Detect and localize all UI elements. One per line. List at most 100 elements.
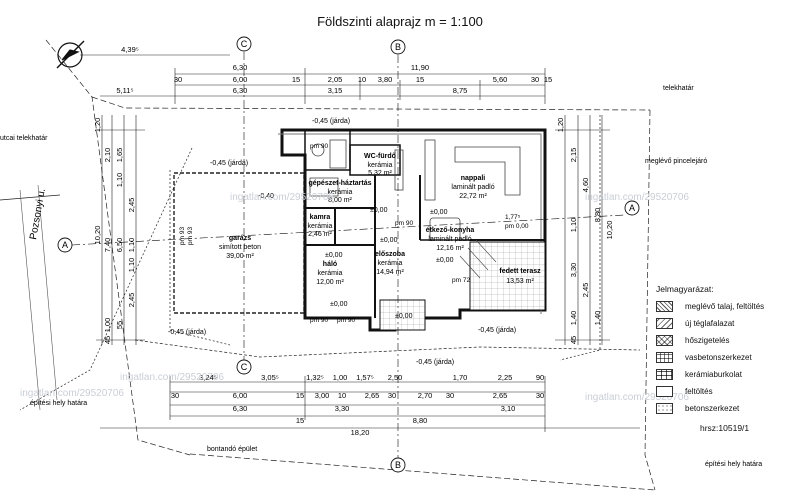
dim-left-1: 1,20 xyxy=(93,118,102,133)
room-floor: kerámia xyxy=(328,189,353,196)
legend-label: hőszigetelés xyxy=(685,336,730,345)
dim-right-1: 1,20 xyxy=(556,118,565,133)
door-label: pm 0,00 xyxy=(505,223,529,230)
door-label: pm 90 xyxy=(337,317,355,324)
dim-top-2: 6,30 xyxy=(233,63,248,72)
level-label: ±0,00 xyxy=(370,207,388,214)
dim-left-11: 2,45 xyxy=(127,293,136,308)
staircase xyxy=(459,239,497,279)
axis-label-b-top: B xyxy=(395,42,401,52)
legend-item: feltöltés xyxy=(656,383,796,400)
room-name: garázs xyxy=(229,235,251,242)
legend-item: új téglafalazat xyxy=(656,315,796,332)
dim-bot-10: 30 xyxy=(171,391,179,400)
room-floor: kerámia xyxy=(308,223,333,230)
dim-bot-12: 15 xyxy=(296,391,304,400)
axis-label-b-bottom: B xyxy=(395,460,401,470)
room-area: 39,00 m² xyxy=(226,253,254,260)
bottom-dimension-texts: 3,24⁵ 3,05⁵ 1,32⁵ 1,00 1,57⁵ 2,50 1,70 2… xyxy=(171,373,544,437)
dim-top-6: 15 xyxy=(292,75,300,84)
bontando-label: bontandó épület xyxy=(207,446,257,453)
dim-bot-15: 2,65 xyxy=(365,391,380,400)
street-lines xyxy=(19,184,58,411)
room-name: előszoba xyxy=(375,251,405,258)
dim-top-10: 15 xyxy=(416,75,424,84)
axis-label-c-bottom: C xyxy=(241,362,248,372)
dim-bot-3: 1,32⁵ xyxy=(306,373,324,382)
dim-left-2: 2,10 xyxy=(103,148,112,163)
dim-left-7: 10,20 xyxy=(93,226,102,245)
room-area: 13,53 m² xyxy=(506,278,534,285)
top-dimension-lines xyxy=(80,54,546,104)
room-floor: kerámia xyxy=(368,162,393,169)
dim-left-12: 1,00 xyxy=(103,318,112,333)
dim-left-10: 1,10 xyxy=(127,258,136,273)
watermark: ingatlan.com/29520706 xyxy=(20,388,124,399)
dim-right-7: 3,30 xyxy=(569,263,578,278)
dim-top-1: 4,39⁵ xyxy=(121,45,139,54)
room-name: nappali xyxy=(461,175,486,182)
dim-bot-24: 15 xyxy=(296,416,304,425)
level-label: ±0,00 xyxy=(380,237,398,244)
dim-right-11: 45 xyxy=(569,336,578,344)
dim-bot-9: 90 xyxy=(536,373,544,382)
epitesi-hely-right-label: építési hely határa xyxy=(705,461,762,468)
legend-label: betonszerkezet xyxy=(685,404,740,413)
dim-top-14: 5,11⁵ xyxy=(116,86,133,95)
dim-right-8: 2,45 xyxy=(581,283,590,298)
room-area: 22,72 m² xyxy=(459,193,487,200)
dim-bot-16: 30 xyxy=(388,391,396,400)
dim-bot-7: 1,70 xyxy=(453,373,468,382)
room-floor: laminált padló xyxy=(451,184,494,191)
level-labels: -0,45 (járda) -0,45 (járda) -0,45 (járda… xyxy=(168,118,516,366)
room-floor: kerámia xyxy=(378,260,403,267)
legend-swatch xyxy=(656,386,673,397)
legend-label: vasbetonszerkezet xyxy=(685,353,752,362)
room-name: étkező-konyha xyxy=(426,227,475,234)
site-texts: telekhatár utcai telekhatár meglévő pinc… xyxy=(0,85,762,468)
room-area: 14,94 m² xyxy=(376,269,404,276)
dim-bot-11: 6,00 xyxy=(233,391,248,400)
dim-bot-14: 10 xyxy=(338,391,346,400)
dim-top-17: 8,75 xyxy=(453,86,468,95)
dim-right-4: 8,80 xyxy=(593,208,602,223)
building-walls xyxy=(173,128,547,332)
dim-bot-25: 8,80 xyxy=(413,416,428,425)
level-label: -0,45 (járda) xyxy=(416,359,454,366)
axis-label-c-top: C xyxy=(241,39,248,49)
level-label: -0,45 (járda) xyxy=(210,160,248,167)
dim-bot-4: 1,00 xyxy=(333,373,348,382)
dim-left-3: 1,65 xyxy=(115,148,124,163)
legend-label: kerámiaburkolat xyxy=(685,370,742,379)
legend-swatch xyxy=(656,403,673,414)
dim-top-11: 5,60 xyxy=(493,75,508,84)
door-label: 1,77⁵ xyxy=(505,214,521,221)
dim-left-6: 7,40 xyxy=(103,238,112,253)
utcai-telekhatar-label: utcai telekhatár xyxy=(0,135,48,142)
epitesi-hely-left-label: építési hely határa xyxy=(30,400,87,407)
dim-bot-2: 3,05⁵ xyxy=(261,373,279,382)
room-floor: kerámia xyxy=(318,270,343,277)
dim-bot-18: 30 xyxy=(446,391,454,400)
dim-top-8: 10 xyxy=(358,75,366,84)
legend-swatch xyxy=(656,301,673,312)
dim-left-14: 45 xyxy=(103,336,112,344)
legend-item: kerámiaburkolat xyxy=(656,366,796,383)
legend-label: új téglafalazat xyxy=(685,319,735,328)
dim-top-16: 3,15 xyxy=(328,86,343,95)
door-label: pm 90 xyxy=(310,143,328,150)
room-labels: WC-fürdő kerámia 5,32 m² gépészet-háztar… xyxy=(219,153,541,286)
watermark: ingatlan.com/29520706 xyxy=(585,392,689,403)
dim-bot-26: 18,20 xyxy=(351,428,370,437)
dim-bot-20: 30 xyxy=(536,391,544,400)
furniture xyxy=(309,139,521,241)
level-label: ±0,00 xyxy=(395,313,413,320)
dim-bot-17: 2,70 xyxy=(418,391,433,400)
axis-label-a-right: A xyxy=(629,203,635,213)
top-dimension-texts: 4,39⁵ 6,30 11,90 30 6,00 15 2,05 10 3,80… xyxy=(116,45,552,95)
legend-label: feltöltés xyxy=(685,387,713,396)
door-labels: pm 90 pm 90 pm 90 pm 90 pm 0,00 1,77⁵ pm… xyxy=(179,143,529,324)
dim-right-2: 2,15 xyxy=(569,148,578,163)
door-label: pm 72 xyxy=(452,277,470,284)
